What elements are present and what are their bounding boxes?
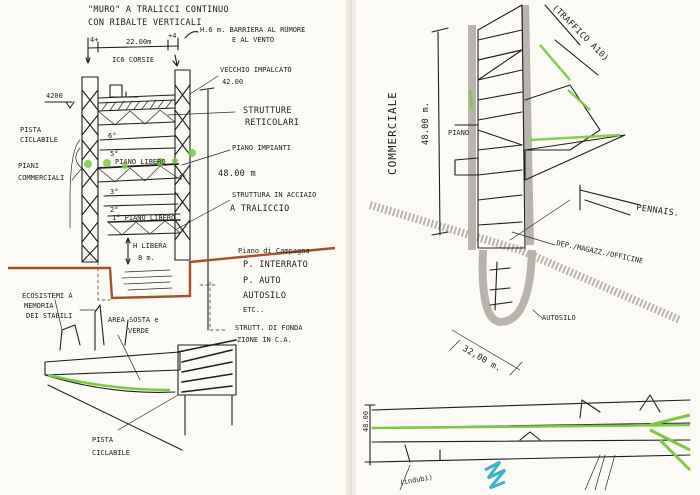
ground-line [8,246,336,300]
traffic-label: (TRAFFICO A10) [550,3,611,64]
trusses-line-1: STRUTTURE [243,106,292,116]
basement-line-1: P. INTERRATO [243,260,308,270]
commercial-line-1: PIANI [18,162,39,170]
tower-height-label: 48.00 m. [421,102,431,145]
floor-tag: PIANO [448,129,469,137]
floor-3: 3° [110,188,118,196]
deck-line-1: VECCHIO IMPALCATO [220,66,292,74]
steel-line-2: A TRALICCIO [230,204,290,214]
bike2-line-1: PISTA [92,436,114,444]
elevation-sketch [364,394,692,491]
foundation-line-1: STRUTT. DI FONDA [235,324,303,332]
lanes-label: IC6 CORSIE [112,56,154,64]
free-height-line-2: 8 m. [138,254,155,262]
rest-area-line-1: AREA SOSTA e [108,316,159,324]
bike-line-2: CICLABILE [20,136,58,144]
dim-left: 4+ [90,36,98,44]
dim-width: 22.00m [126,38,151,46]
title-line-1: "MURO" A TRALICCI CONTINUO [88,5,229,15]
basement-line-4: ETC.. [243,306,264,314]
height-label: 48.00 m [218,169,256,179]
level-label: 4200 [46,92,63,100]
steel-line-1: STRUTTURA IN ACCIAIO [232,191,316,199]
ecosystem-line-1: ECOSISTEMI A [22,292,73,300]
floor-2: 2° [110,206,118,214]
elevation-height-label: 48.00 [362,411,370,432]
barrier-line-2: E AL VENTO [232,36,274,44]
rest-area-line-2: VERDE [128,327,149,335]
ground-level-label: Piano di Campagna [238,247,310,255]
parking-label: AUTOSILO [542,314,576,322]
free-floor-label: PIANO LIBERO [115,158,166,166]
right-annotations: COMMERCIALE 48.00 m. (TRAFFICO A10) PIAN… [362,3,680,487]
floor-5: 5° [110,150,118,158]
green-accents-right [468,44,621,142]
elevation-note: (indubi) [399,473,434,487]
trusses-line-2: RETICOLARI [245,118,299,128]
left-annotations: "MURO" A TRALICCI CONTINUO CON RIBALTE V… [18,5,316,457]
ecosystem-line-2: MEMORIA [24,302,54,310]
commercial-label: COMMERCIALE [386,91,399,175]
tower-perspective [368,4,682,376]
plant-floor-label: PIANO IMPIANTI [232,144,291,152]
canopies-label: PENNAIS. [636,203,680,219]
perspective-sketch [44,299,237,451]
bike-line-1: PISTA [20,126,42,134]
bike-lane-green [47,373,171,392]
title-line-2: CON RIBALTE VERTICALI [88,18,202,28]
water-mark [484,460,507,490]
commercial-line-2: COMMERCIALI [18,174,64,182]
basement-line-3: AUTOSILO [243,291,286,301]
ecosystem-line-3: DEI STABILI [26,312,72,320]
basement-line-2: P. AUTO [243,276,281,286]
floor-6: 6° [108,132,116,140]
section-drawing [8,31,336,331]
storage-label: DEP./MAGAZZ./OFFICINE [556,239,644,265]
free-height-line-1: H LIBERA [133,242,168,250]
deck-line-2: 42.00 [222,78,243,86]
barrier-line-1: H.6 m. BARRIERA AL RUMORE [200,26,305,34]
green-accents [84,149,196,169]
bike2-line-2: CICLABILE [92,449,130,457]
foundation-line-2: ZIONE IN C.A. [237,336,292,344]
floor-4: 4° [178,174,186,182]
dim-right: +4 [168,32,176,40]
width-label: 32,00 m. [461,344,504,374]
first-floor-label: 1° PIANO LIBERO [112,214,175,222]
